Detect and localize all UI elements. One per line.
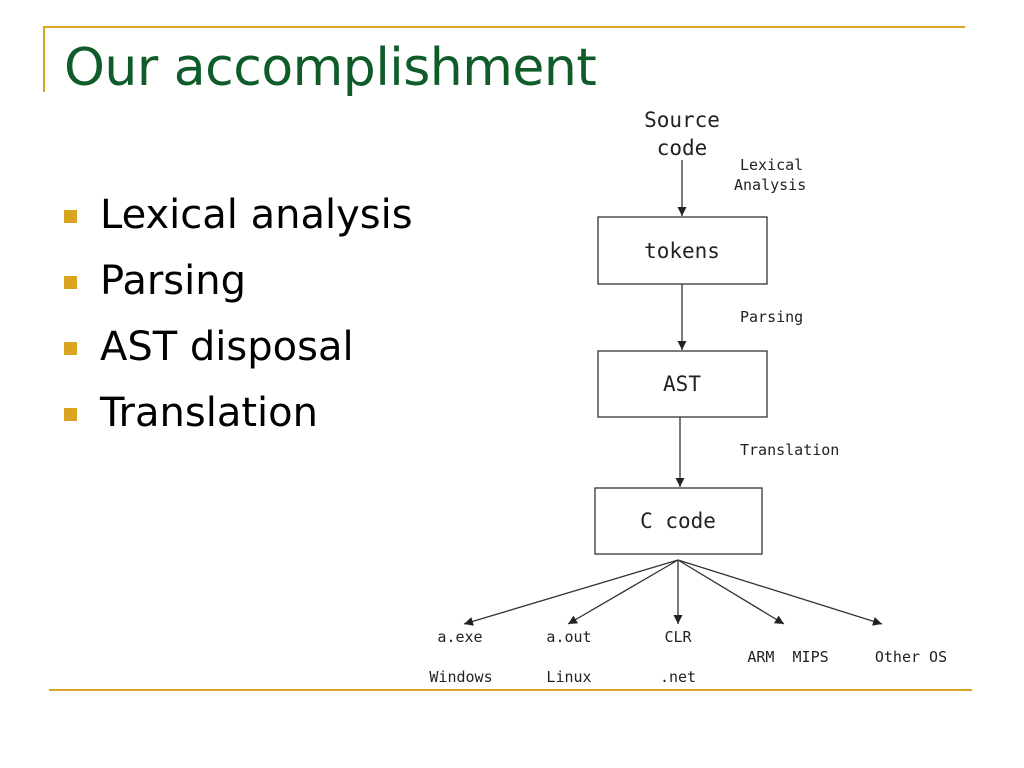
- square-bullet-icon: [64, 408, 77, 421]
- node-ast-label: AST: [663, 372, 701, 396]
- target-output-a-exe: a.exe: [437, 628, 482, 646]
- edge-c-code-to-a-exe: [463, 559, 679, 626]
- node-tokens-label: tokens: [644, 239, 720, 263]
- bullet-item: Translation: [64, 388, 413, 454]
- top-left-rule-vertical: [43, 26, 45, 92]
- source-code-label-line2: code: [657, 136, 708, 160]
- bullet-text: Translation: [100, 390, 318, 436]
- target-output-a-out: a.out: [546, 628, 591, 646]
- bullet-text: Parsing: [100, 258, 246, 304]
- target-output-arm-mips: ARM MIPS: [747, 648, 828, 666]
- step-label-lexical-line1: Lexical: [740, 156, 803, 174]
- slide-title: Our accomplishment: [64, 38, 597, 98]
- node-c-code-box: [594, 487, 763, 555]
- edge-c-code-to-a-out: [567, 559, 679, 625]
- target-platform-linux: Linux: [546, 668, 591, 686]
- bullet-text: AST disposal: [100, 324, 354, 370]
- bullet-item: Lexical analysis: [64, 190, 413, 256]
- node-c-code-label: C code: [640, 509, 716, 533]
- square-bullet-icon: [64, 342, 77, 355]
- edge-c-code-to-arm-mips: [677, 559, 785, 625]
- step-label-lexical-line2: Analysis: [734, 176, 806, 194]
- square-bullet-icon: [64, 210, 77, 223]
- target-platform-windows: Windows: [429, 668, 492, 686]
- bullet-item: AST disposal: [64, 322, 413, 388]
- source-code-label-line1: Source: [644, 108, 720, 132]
- node-ast-box: [597, 350, 768, 418]
- node-tokens-box: [597, 216, 768, 285]
- bottom-rule: [49, 689, 972, 691]
- step-label-parsing: Parsing: [740, 308, 803, 326]
- step-label-translation: Translation: [740, 441, 839, 459]
- bullet-text: Lexical analysis: [100, 192, 413, 238]
- target-platform-net: .net: [660, 668, 696, 686]
- target-output-clr: CLR: [664, 628, 692, 646]
- bullet-list: Lexical analysis Parsing AST disposal Tr…: [64, 190, 413, 454]
- target-output-other-os: Other OS: [875, 648, 947, 666]
- square-bullet-icon: [64, 276, 77, 289]
- bullet-item: Parsing: [64, 256, 413, 322]
- edge-c-code-to-other-os: [677, 559, 883, 626]
- top-rule: [43, 26, 965, 28]
